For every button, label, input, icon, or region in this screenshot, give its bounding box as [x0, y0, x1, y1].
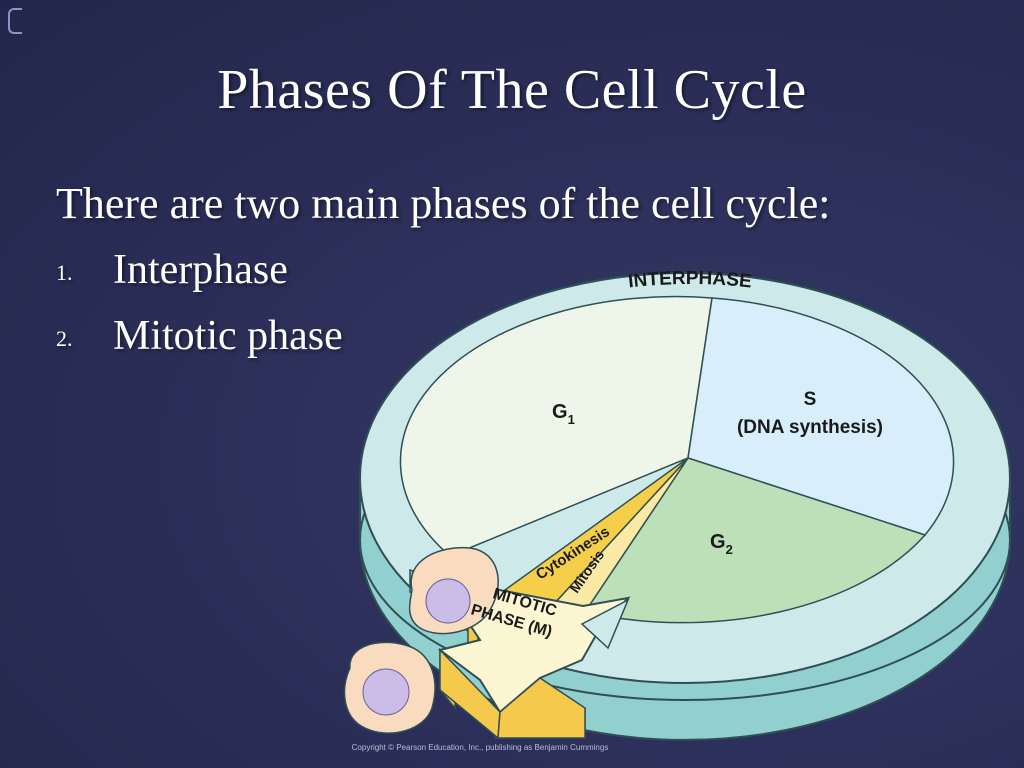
- list-number: 1.: [56, 260, 73, 286]
- g1-label: G1: [552, 401, 575, 427]
- ring-label: INTERPHASE: [627, 268, 753, 293]
- intro-text: There are two main phases of the cell cy…: [56, 179, 831, 228]
- s-sector: [687, 297, 955, 536]
- cell-lower: [343, 641, 436, 734]
- copyright-notice: Copyright © Pearson Education, Inc., pub…: [351, 743, 609, 752]
- list-number: 2.: [56, 326, 73, 352]
- s-sublabel: (DNA synthesis): [737, 417, 883, 438]
- s-label: S: [804, 389, 817, 410]
- slide-title: Phases Of The Cell Cycle: [217, 59, 807, 121]
- corner-bracket-decoration: [8, 8, 22, 34]
- list-label: Interphase: [113, 247, 288, 293]
- interphase-return-arrow: [580, 598, 630, 650]
- mitotic-arrow-shaft-front: [497, 677, 586, 739]
- g2-label: G2: [710, 531, 733, 557]
- list-item-interphase: 1. Interphase: [56, 246, 288, 294]
- list-label: Mitotic phase: [113, 313, 343, 359]
- g2-sector: [583, 457, 927, 624]
- cell-upper: [408, 546, 499, 635]
- g1-sector: [399, 295, 713, 557]
- list-item-mitotic-phase: 2. Mitotic phase: [56, 312, 343, 360]
